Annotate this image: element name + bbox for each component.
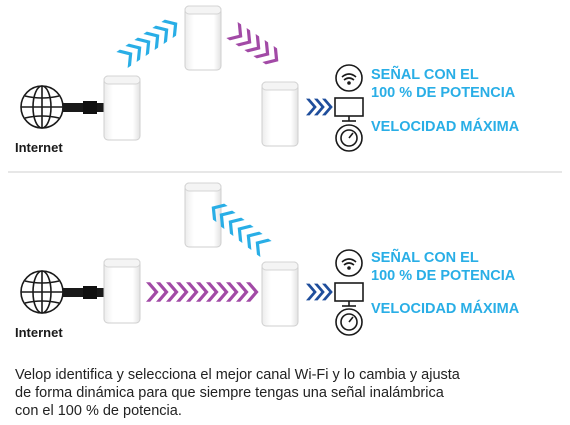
- output-arrows: [306, 98, 333, 116]
- caption: Velop identifica y selecciona el mejor c…: [15, 366, 535, 420]
- globe-icon: [20, 270, 64, 314]
- signal-text-line2: 100 % DE POTENCIA: [371, 85, 516, 101]
- speed-text: VELOCIDAD MÁXIMA: [371, 118, 520, 135]
- velop-node-right: [261, 81, 299, 147]
- globe-icon: [20, 85, 64, 129]
- wifi-path-purple-down: [226, 21, 284, 70]
- signal-text-line1: SEÑAL CON EL: [371, 248, 479, 266]
- velop-node-top: [184, 182, 222, 248]
- speed-text: VELOCIDAD MÁXIMA: [371, 300, 520, 317]
- internet-label: Internet: [15, 140, 63, 155]
- caption-line-3: con el 100 % de potencia.: [15, 403, 182, 419]
- signal-text-line2: 100 % DE POTENCIA: [371, 268, 516, 284]
- velop-node-left: [103, 75, 141, 141]
- speedometer-icon: [335, 308, 363, 336]
- output-arrows: [306, 283, 333, 301]
- wifi-icon: [335, 249, 363, 277]
- panel-bottom: SEÑAL CON EL 100 % DE POTENCIA VELOCIDAD…: [15, 182, 520, 340]
- signal-text-line1: SEÑAL CON EL: [371, 65, 479, 83]
- wifi-icon: [335, 64, 363, 92]
- velop-node-top: [184, 5, 222, 71]
- monitor-icon: [334, 282, 364, 307]
- wifi-path-blue-up: [116, 14, 183, 69]
- speedometer-icon: [335, 124, 363, 152]
- panel-top: SEÑAL CON EL 100 % DE POTENCIA VELOCIDAD…: [15, 5, 520, 155]
- wifi-path-purple-direct: [146, 282, 259, 302]
- internet-label: Internet: [15, 325, 63, 340]
- caption-line-1: Velop identifica y selecciona el mejor c…: [15, 367, 460, 383]
- velop-node-right: [261, 261, 299, 327]
- velop-node-left: [103, 258, 141, 324]
- caption-line-2: de forma dinámica para que siempre tenga…: [15, 385, 444, 401]
- monitor-icon: [334, 97, 364, 122]
